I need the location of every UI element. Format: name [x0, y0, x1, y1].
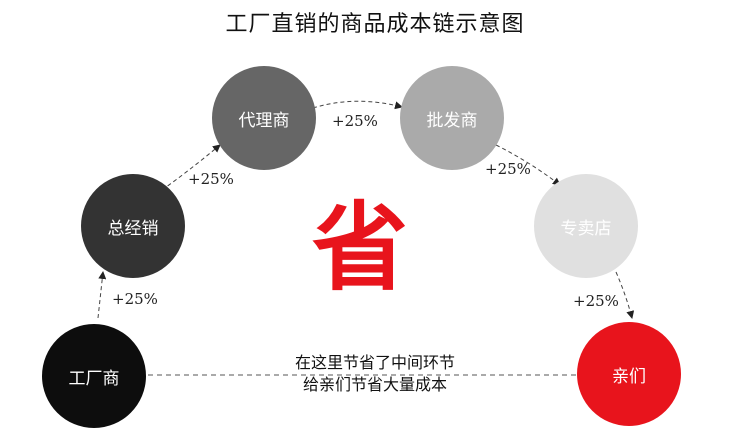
savings-note-line-1: 在这里节省了中间环节: [294, 353, 455, 372]
markup-label-3: +25%: [332, 112, 378, 130]
arrow-agent-to-wholesaler: [312, 100, 403, 110]
node-factory: 工厂商: [42, 324, 146, 428]
arrow-store-to-customer: [615, 271, 635, 319]
arrow-factory-to-distributor: [97, 271, 107, 319]
diagram-title: 工厂直销的商品成本链示意图: [225, 12, 525, 37]
node-customer: 亲们: [577, 322, 681, 426]
arrow-distributor-to-agent: [161, 144, 221, 191]
markup-label-5: +25%: [573, 292, 619, 310]
markup-label-4: +25%: [485, 160, 531, 178]
markup-label-1: +25%: [112, 290, 158, 308]
node-distributor: 总经销: [81, 174, 185, 278]
node-wholesaler: 批发商: [400, 66, 504, 170]
savings-note-line-2: 给亲们节省大量成本: [302, 375, 447, 394]
savings-note: 在这里节省了中间环节 给亲们节省大量成本: [255, 352, 495, 396]
node-store: 专卖店: [534, 174, 638, 278]
markup-label-2: +25%: [188, 170, 234, 188]
arrow-wholesaler-to-store: [495, 144, 561, 186]
node-agent: 代理商: [212, 66, 316, 170]
save-character: 省: [312, 192, 408, 304]
